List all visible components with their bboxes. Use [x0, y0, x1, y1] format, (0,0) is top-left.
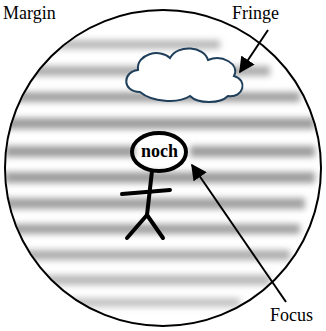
- region-label: Margin: [3, 4, 56, 24]
- margin-circle: [5, 10, 321, 326]
- region-label: Fringe: [232, 4, 279, 24]
- region-label: Focus: [270, 306, 313, 326]
- focus-word: noch: [140, 142, 179, 162]
- stick-figure: [122, 133, 186, 238]
- fringe-cloud: [126, 48, 242, 102]
- blurred-text: [5, 40, 315, 307]
- fringe-arrow: [240, 30, 268, 72]
- focus-arrow: [192, 165, 286, 302]
